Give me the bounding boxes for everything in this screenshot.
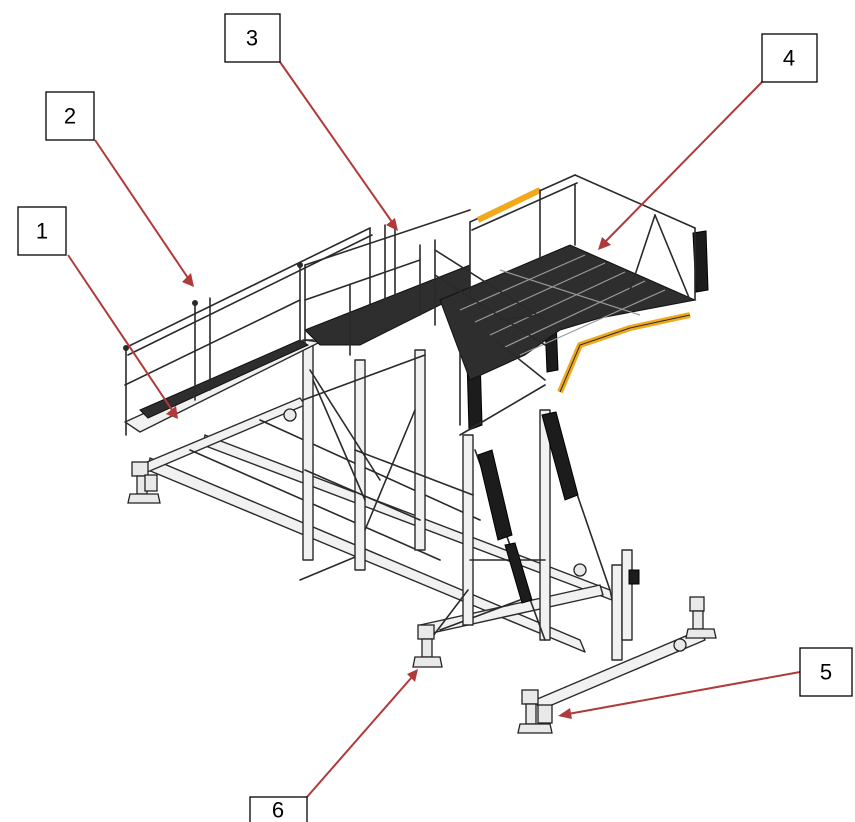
foot-front-left (127, 461, 161, 504)
callout-label-5: 5 (820, 660, 832, 685)
center-deck (304, 209, 471, 356)
arrowhead-5 (558, 708, 572, 719)
caster-wheels (283, 408, 687, 652)
arrowhead-3 (386, 218, 398, 231)
callout-label-2: 2 (64, 104, 76, 129)
arrowhead-4 (598, 237, 611, 250)
grating-slats (459, 254, 666, 356)
foot-rear-right (685, 596, 717, 639)
leader-3 (279, 61, 393, 223)
leader-4 (604, 81, 763, 243)
callout-label-3: 3 (246, 26, 258, 51)
leveling-feet (127, 408, 717, 734)
callout-1: 1 (17, 206, 67, 256)
main-platform (434, 174, 697, 436)
callout-5: 5 (799, 647, 853, 697)
callout-label-6: 6 (272, 798, 284, 822)
callout-6: 6 (249, 796, 308, 822)
callout-3: 3 (224, 13, 281, 63)
callout-label-1: 1 (36, 219, 48, 244)
hydraulic-jacks (466, 230, 709, 604)
foot-center (412, 624, 443, 668)
foot-rear-left (517, 689, 553, 734)
leader-lines (67, 61, 801, 798)
arrowhead-1 (166, 406, 178, 419)
leader-1 (67, 254, 173, 411)
callout-label-4: 4 (783, 46, 795, 71)
leader-6 (306, 676, 413, 798)
callout-4: 4 (761, 33, 818, 83)
support-frame (302, 339, 623, 661)
arrowhead-2 (182, 273, 194, 287)
callout-2: 2 (45, 91, 95, 141)
leader-2 (94, 139, 189, 279)
leader-5 (567, 671, 801, 715)
arrowhead-6 (407, 669, 418, 682)
